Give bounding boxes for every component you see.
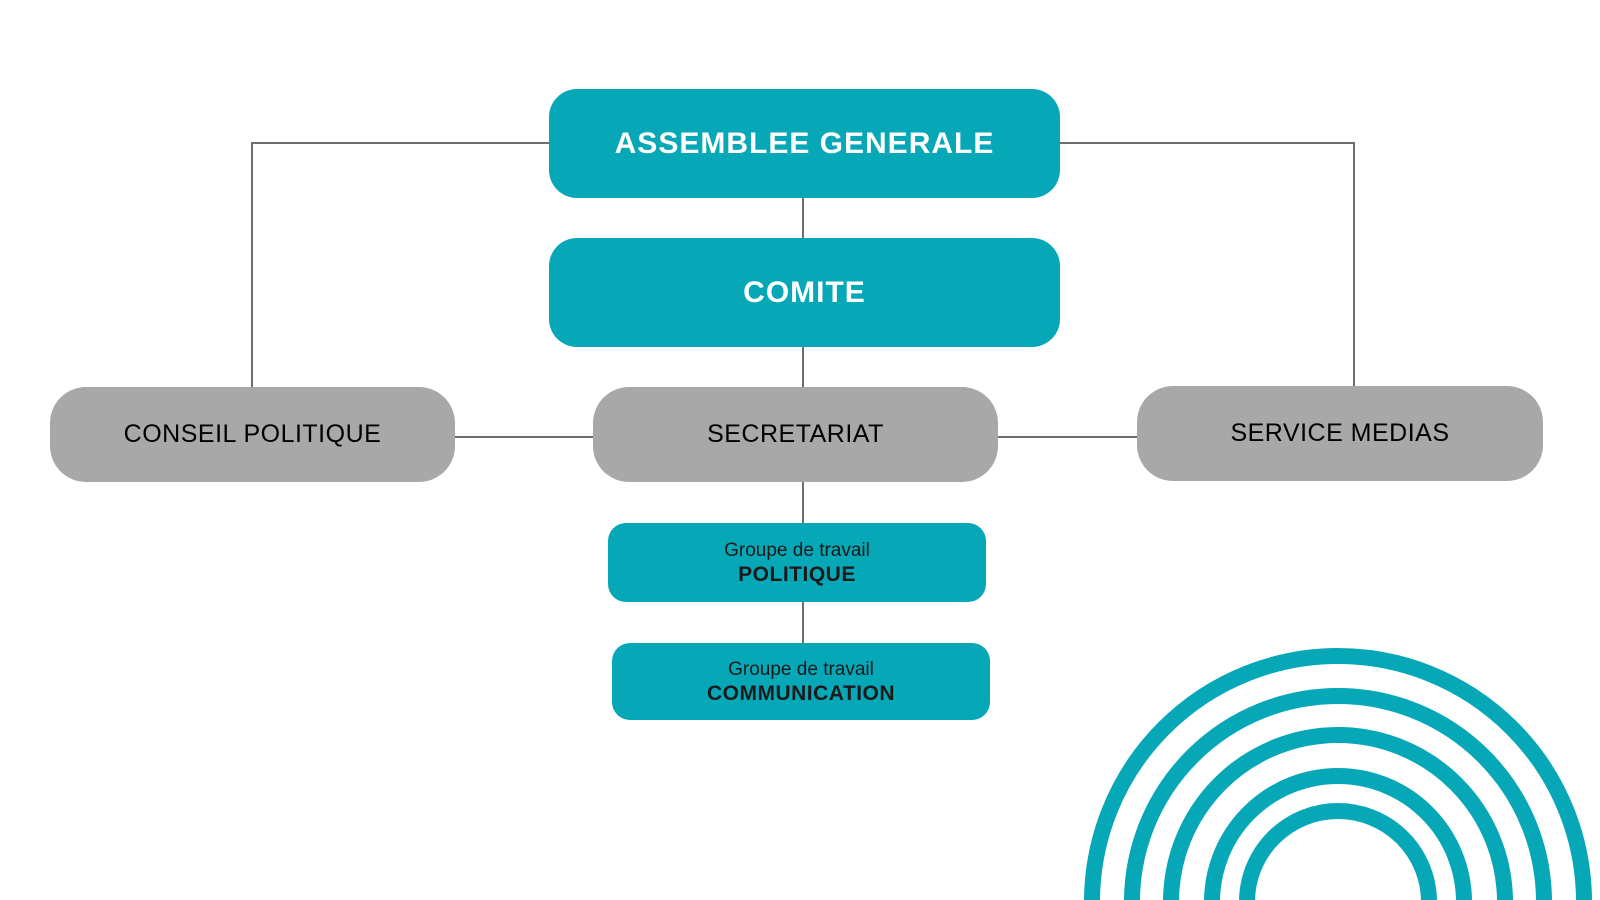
- node-groupe-travail-communication: Groupe de travail COMMUNICATION: [612, 643, 990, 720]
- node-secretariat-label: SECRETARIAT: [707, 420, 884, 448]
- node-assemblee-generale-label: ASSEMBLEE GENERALE: [614, 126, 995, 160]
- connector-gt-politique-to-gt-communication: [802, 602, 804, 643]
- connector-assemblee-to-service-vertical: [1353, 142, 1355, 386]
- node-comite: COMITE: [549, 238, 1060, 347]
- node-secretariat: SECRETARIAT: [593, 387, 998, 482]
- connector-assemblee-to-service-horizontal: [1060, 142, 1353, 144]
- node-conseil-politique-label: CONSEIL POLITIQUE: [123, 420, 382, 448]
- connector-conseil-to-secretariat: [455, 436, 593, 438]
- node-conseil-politique: CONSEIL POLITIQUE: [50, 387, 455, 482]
- connector-assemblee-to-conseil-vertical: [251, 142, 253, 387]
- connector-assemblee-to-conseil-horizontal: [251, 142, 549, 144]
- connector-assemblee-to-comite: [802, 198, 804, 238]
- node-service-medias: SERVICE MEDIAS: [1137, 386, 1543, 481]
- node-groupe-travail-politique-label: POLITIQUE: [738, 562, 856, 586]
- node-comite-label: COMITE: [743, 275, 866, 309]
- node-groupe-travail-communication-label: COMMUNICATION: [706, 681, 896, 705]
- node-service-medias-label: SERVICE MEDIAS: [1230, 419, 1450, 447]
- node-assemblee-generale: ASSEMBLEE GENERALE: [549, 89, 1060, 198]
- node-groupe-travail-politique-subtitle: Groupe de travail: [724, 539, 870, 561]
- node-groupe-travail-communication-subtitle: Groupe de travail: [728, 658, 874, 680]
- connector-secretariat-to-gt-politique: [802, 482, 804, 523]
- node-groupe-travail-politique: Groupe de travail POLITIQUE: [608, 523, 986, 602]
- connector-comite-to-secretariat: [802, 347, 804, 387]
- connector-secretariat-to-service: [998, 436, 1137, 438]
